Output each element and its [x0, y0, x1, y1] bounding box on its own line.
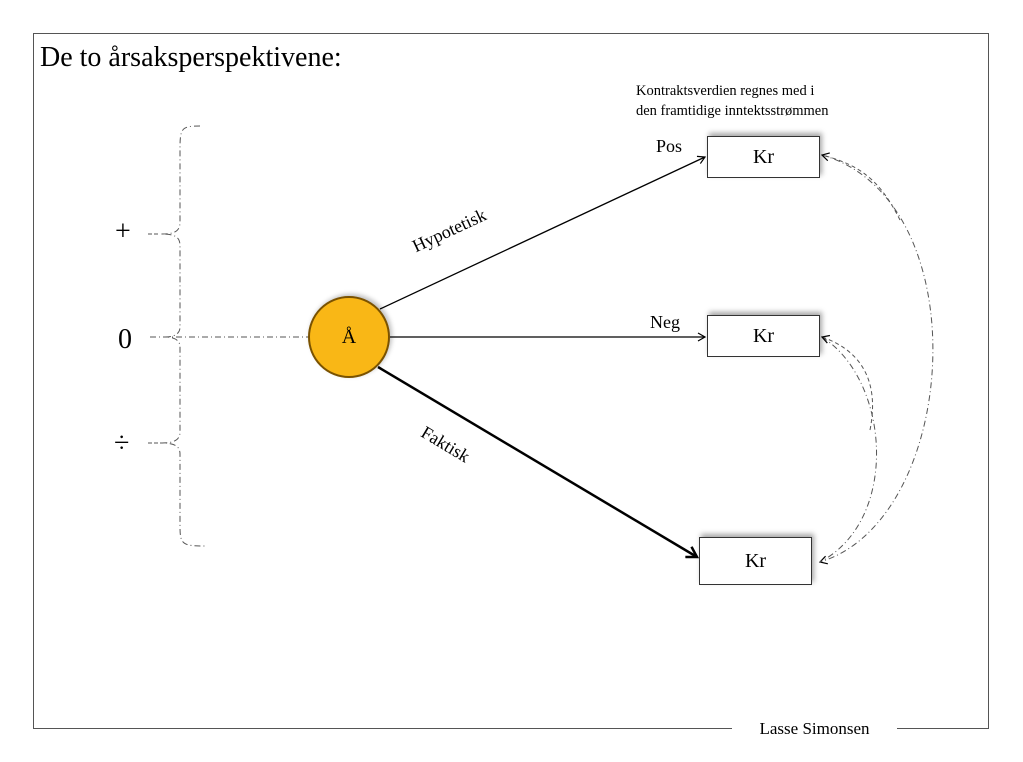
curve-mid-to-bottom — [819, 336, 877, 563]
kr-box-top: Kr — [707, 136, 820, 178]
curve-top-to-bottom — [818, 154, 934, 565]
edge-label-pos: Pos — [656, 136, 683, 156]
contract-note-line1: Kontraktsverdien regnes med i — [636, 83, 815, 99]
scale-zero: 0 — [118, 324, 132, 355]
contract-note-line2: den framtidige inntektsstrømmen — [636, 103, 829, 119]
curve-mid-arrow — [820, 334, 874, 431]
kr-box-top-label: Kr — [752, 145, 775, 168]
scale-minus: ÷ — [114, 428, 130, 459]
scale-plus: + — [115, 216, 131, 247]
kr-box-middle-label: Kr — [752, 324, 775, 347]
footer-author: Lasse Simonsen — [732, 719, 897, 739]
edge-faktisk — [377, 365, 697, 557]
edge-label-neg: Neg — [650, 312, 680, 332]
scale-brace — [159, 125, 206, 547]
curve-top-arrow — [820, 152, 901, 221]
contract-note: Kontraktsverdien regnes med i den framti… — [636, 81, 829, 121]
kr-box-middle: Kr — [707, 315, 820, 357]
page-title: De to årsaksperspektivene: — [40, 42, 342, 73]
node-a-label: Å — [341, 325, 357, 348]
slide-border — [33, 33, 989, 729]
kr-box-bottom: Kr — [699, 537, 812, 585]
node-a: Å — [308, 296, 390, 378]
edge-hypotetisk — [379, 155, 707, 310]
kr-box-bottom-label: Kr — [744, 549, 767, 572]
